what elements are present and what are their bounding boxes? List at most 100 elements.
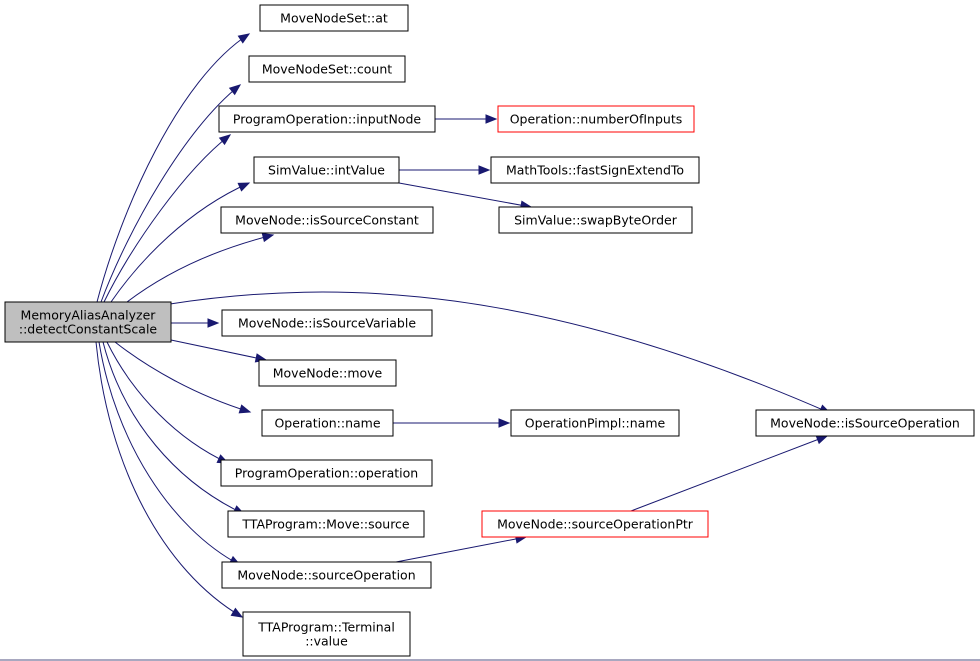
graph-node-intValue[interactable]: SimValue::intValue (253, 156, 400, 184)
graph-node-isVar[interactable]: MoveNode::isSourceVariable (221, 309, 433, 337)
node-box (258, 359, 397, 387)
graph-node-pimplName[interactable]: OperationPimpl::name (510, 409, 680, 437)
arrowhead-icon (261, 232, 275, 243)
node-box (220, 459, 433, 487)
node-box (221, 309, 433, 337)
graph-node-opName[interactable]: Operation::name (261, 409, 394, 437)
edges-layer (95, 33, 832, 618)
node-box (4, 301, 172, 343)
node-label: MoveNode::sourceOperationPtr (497, 517, 694, 532)
edge-n_opName-to-n_pimplName (393, 418, 511, 428)
edge-root-to-n_termValue (95, 341, 244, 618)
edge-line (395, 536, 527, 563)
arrowhead-icon (218, 134, 232, 146)
edge-n_intValue-to-n_fastSign (399, 165, 491, 175)
graph-node-numInputs[interactable]: Operation::numberOfInputs (497, 105, 695, 133)
graph-node-operation[interactable]: ProgramOperation::operation (220, 459, 433, 487)
node-box (248, 55, 406, 83)
edge-n_inputNode-to-n_numInputs (435, 114, 498, 124)
node-label: MoveNode::isSourceConstant (235, 213, 419, 228)
graph-node-termValue[interactable]: TTAProgram::Terminal::value (242, 611, 411, 657)
edge-line (96, 33, 250, 303)
edge-line (398, 182, 532, 208)
edge-root-to-n_isConst (126, 232, 275, 303)
node-label: ::detectConstantScale (19, 322, 158, 337)
node-label: MathTools::fastSignExtendTo (506, 163, 684, 178)
arrowhead-icon (237, 33, 251, 44)
node-label: OperationPimpl::name (525, 416, 666, 431)
arrowhead-icon (237, 182, 251, 192)
edge-root-to-n_inputNode (103, 134, 232, 303)
edge-root-to-n_isVar (171, 318, 220, 328)
graph-node-fastSign[interactable]: MathTools::fastSignExtendTo (490, 156, 700, 184)
edge-root-to-n_count (100, 84, 242, 303)
node-label: SimValue::swapByteOrder (514, 213, 678, 228)
node-box (218, 105, 436, 133)
node-box (227, 510, 425, 538)
edge-line (114, 341, 251, 413)
node-box (498, 206, 693, 234)
graph-node-srcOpPtr[interactable]: MoveNode::sourceOperationPtr (481, 510, 709, 538)
graph-node-move[interactable]: MoveNode::move (258, 359, 397, 387)
node-label: MoveNodeSet::at (280, 11, 388, 26)
graph-node-srcOp[interactable]: MoveNode::sourceOperation (221, 561, 432, 589)
graph-node-at[interactable]: MoveNodeSet::at (259, 4, 409, 32)
edge-line (95, 341, 243, 618)
node-box (242, 611, 411, 657)
node-box (253, 156, 400, 184)
node-box (220, 206, 434, 234)
node-box (497, 105, 695, 133)
edge-line (103, 134, 231, 303)
edge-root-to-n_move (170, 339, 268, 363)
edge-n_srcOp-to-n_srcOpPtr (395, 534, 528, 563)
node-box (221, 561, 432, 589)
node-box (490, 156, 700, 184)
edge-line (126, 234, 274, 303)
graph-node-isConst[interactable]: MoveNode::isSourceConstant (220, 206, 434, 234)
graph-node-inputNode[interactable]: ProgramOperation::inputNode (218, 105, 436, 133)
node-box (755, 409, 975, 437)
edge-root-to-n_operation (106, 341, 230, 464)
node-label: ::value (305, 634, 348, 649)
arrowhead-icon (485, 114, 498, 124)
arrowhead-icon (238, 404, 252, 414)
root-node[interactable]: MemoryAliasAnalyzer::detectConstantScale (4, 301, 172, 343)
node-box (510, 409, 680, 437)
node-label: MoveNode::move (273, 366, 383, 381)
arrowhead-icon (207, 318, 220, 328)
arrowhead-icon (478, 165, 491, 175)
edge-line (102, 341, 245, 515)
node-label: MoveNode::isSourceVariable (238, 316, 416, 331)
arrowhead-icon (230, 607, 244, 618)
node-label: MemoryAliasAnalyzer (21, 308, 157, 323)
edge-line (106, 341, 229, 464)
edge-line (630, 435, 828, 512)
bottom-rule (0, 659, 980, 661)
node-label: ProgramOperation::operation (235, 466, 418, 481)
node-label: TTAProgram::Move::source (241, 517, 410, 532)
edge-line (100, 84, 241, 303)
node-box (261, 409, 394, 437)
edge-line (110, 182, 250, 303)
edge-n_srcOpPtr-to-n_isSrcOp (630, 435, 829, 512)
edge-root-to-n_intValue (110, 182, 251, 303)
edge-line (170, 339, 267, 361)
node-label: Operation::numberOfInputs (510, 112, 683, 127)
node-box (481, 510, 709, 538)
nodes-layer: MemoryAliasAnalyzer::detectConstantScale… (4, 4, 975, 657)
node-label: MoveNode::isSourceOperation (770, 416, 960, 431)
graph-node-swap[interactable]: SimValue::swapByteOrder (498, 206, 693, 234)
edge-n_intValue-to-n_swap (398, 182, 533, 210)
edge-line (98, 341, 241, 566)
node-box (259, 4, 409, 32)
graph-node-isSrcOp[interactable]: MoveNode::isSourceOperation (755, 409, 975, 437)
arrowhead-icon (228, 84, 242, 96)
edge-line (169, 291, 831, 414)
node-label: TTAProgram::Terminal (257, 620, 395, 635)
edge-root-to-n_at (96, 33, 251, 303)
graph-node-count[interactable]: MoveNodeSet::count (248, 55, 406, 83)
graph-node-source[interactable]: TTAProgram::Move::source (227, 510, 425, 538)
node-label: SimValue::intValue (268, 163, 385, 178)
arrowhead-icon (815, 435, 829, 445)
